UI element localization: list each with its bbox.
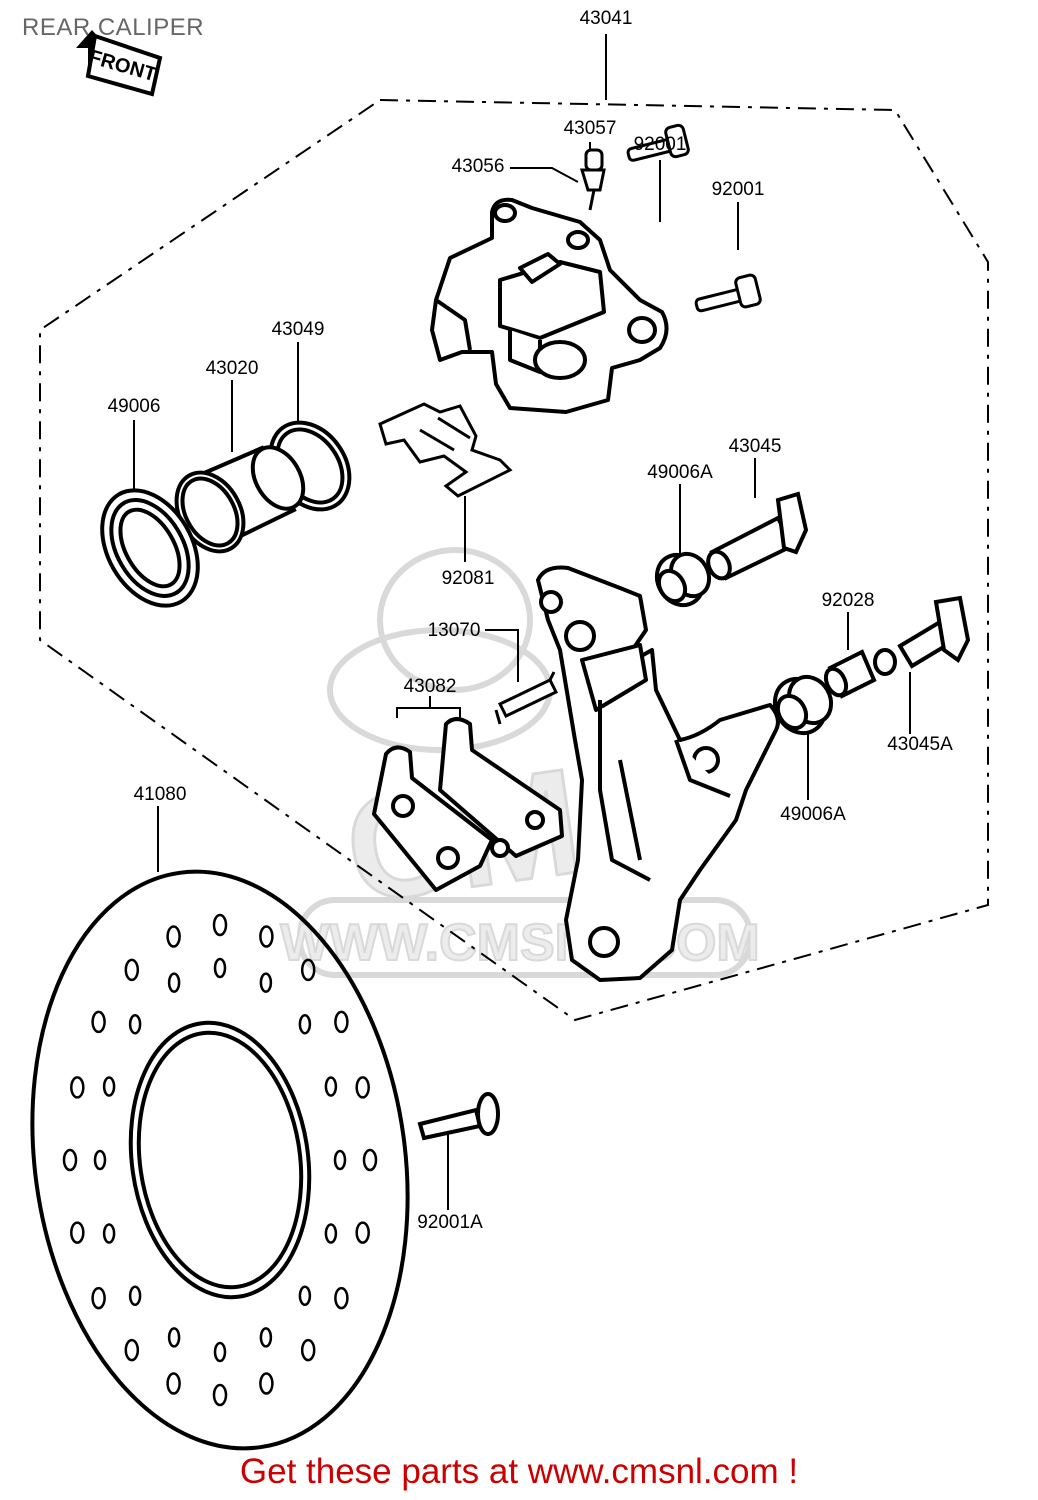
disc-hole xyxy=(62,1148,78,1172)
part-label-92001: 92001 xyxy=(712,179,765,200)
disc-hole xyxy=(213,957,227,979)
disc-hole xyxy=(212,913,228,937)
brake-disc xyxy=(30,869,410,1451)
disc-hole xyxy=(259,1372,274,1395)
disc-hole xyxy=(167,972,181,993)
piston xyxy=(174,445,306,554)
part-label-43041: 43041 xyxy=(580,8,633,29)
disc-hole xyxy=(91,1010,106,1034)
part-label-43045: 43045 xyxy=(729,436,782,457)
disc-hole xyxy=(70,1221,85,1244)
pad-spring xyxy=(378,402,513,498)
disc-hole xyxy=(124,1338,140,1362)
disc-holes xyxy=(62,913,378,1407)
disc-hole xyxy=(298,1013,312,1035)
disc-hole xyxy=(355,1076,370,1099)
part-label-43045A: 43045A xyxy=(887,734,953,755)
disc-hole xyxy=(298,1285,312,1307)
disc-hole xyxy=(333,1149,347,1171)
disc-hole xyxy=(128,1285,142,1307)
disc-hole xyxy=(124,958,140,982)
part-label-43056: 43056 xyxy=(452,156,505,177)
front-badge: FRONT xyxy=(76,30,163,97)
part-label-43082: 43082 xyxy=(404,676,457,697)
bleeder-valve xyxy=(579,148,606,211)
dust-seal xyxy=(100,488,200,608)
part-number-labels: 43041 43057 43056 92001 92001 43049 43020 49006… xyxy=(108,8,953,1233)
part-label-41080: 41080 xyxy=(134,784,187,805)
disc-hole xyxy=(213,1341,227,1363)
slide-pin xyxy=(706,491,809,581)
leader-lines xyxy=(133,34,911,1210)
disc-hole xyxy=(259,972,273,993)
pin-boot-lower xyxy=(772,674,834,736)
disc-hole xyxy=(128,1013,142,1035)
caliper-bolt-lower xyxy=(694,273,762,313)
bushing xyxy=(823,649,877,699)
disc-hole xyxy=(166,1372,181,1395)
part-label-49006A: 49006A xyxy=(647,462,713,483)
part-label-43020: 43020 xyxy=(206,358,259,379)
disc-hole xyxy=(300,1338,316,1362)
page-title: REAR CALIPER xyxy=(22,14,205,41)
disc-hole xyxy=(334,1286,349,1310)
disc-hole xyxy=(102,1223,116,1244)
part-label-92028: 92028 xyxy=(822,590,875,611)
caliper-bracket xyxy=(536,565,780,982)
disc-hole xyxy=(324,1076,338,1097)
caliper-body xyxy=(430,197,669,414)
caliper-bolt-upper xyxy=(626,123,690,162)
disc-hole xyxy=(324,1223,338,1244)
disc-hole xyxy=(259,1327,273,1348)
part-label-92001A: 92001A xyxy=(417,1212,483,1233)
disc-hole xyxy=(362,1148,378,1172)
part-label-43049: 43049 xyxy=(272,319,325,340)
part-label-49006A: 49006A xyxy=(780,804,846,825)
assembly-boundary xyxy=(39,98,989,1022)
pin-boot-upper xyxy=(654,551,712,608)
disc-hole xyxy=(91,1286,106,1310)
brake-pads xyxy=(372,717,564,892)
disc-hole xyxy=(300,958,316,982)
disc-hole xyxy=(93,1149,107,1171)
watermark-url: WWW.CMSNL.COM xyxy=(280,914,759,972)
part-label-13070: 13070 xyxy=(428,620,481,641)
disc-hole xyxy=(70,1076,85,1099)
pad-pin-clip xyxy=(494,671,559,725)
part-label-49006: 49006 xyxy=(108,396,161,417)
part-label-92001: 92001 xyxy=(634,134,687,155)
disc-hole xyxy=(166,925,181,948)
disc-hole xyxy=(212,1383,228,1407)
disc-hole xyxy=(167,1327,181,1348)
disc-hole xyxy=(102,1076,116,1097)
disc-hole xyxy=(355,1221,370,1244)
part-label-92081: 92081 xyxy=(442,568,495,589)
slide-pin-b xyxy=(873,595,971,676)
disc-bolt xyxy=(417,1092,500,1141)
part-label-43057: 43057 xyxy=(564,118,617,139)
footer-link-text[interactable]: Get these parts at www.cmsnl.com ! xyxy=(239,1452,799,1491)
disc-hole xyxy=(259,925,274,948)
disc-hole xyxy=(334,1010,349,1034)
